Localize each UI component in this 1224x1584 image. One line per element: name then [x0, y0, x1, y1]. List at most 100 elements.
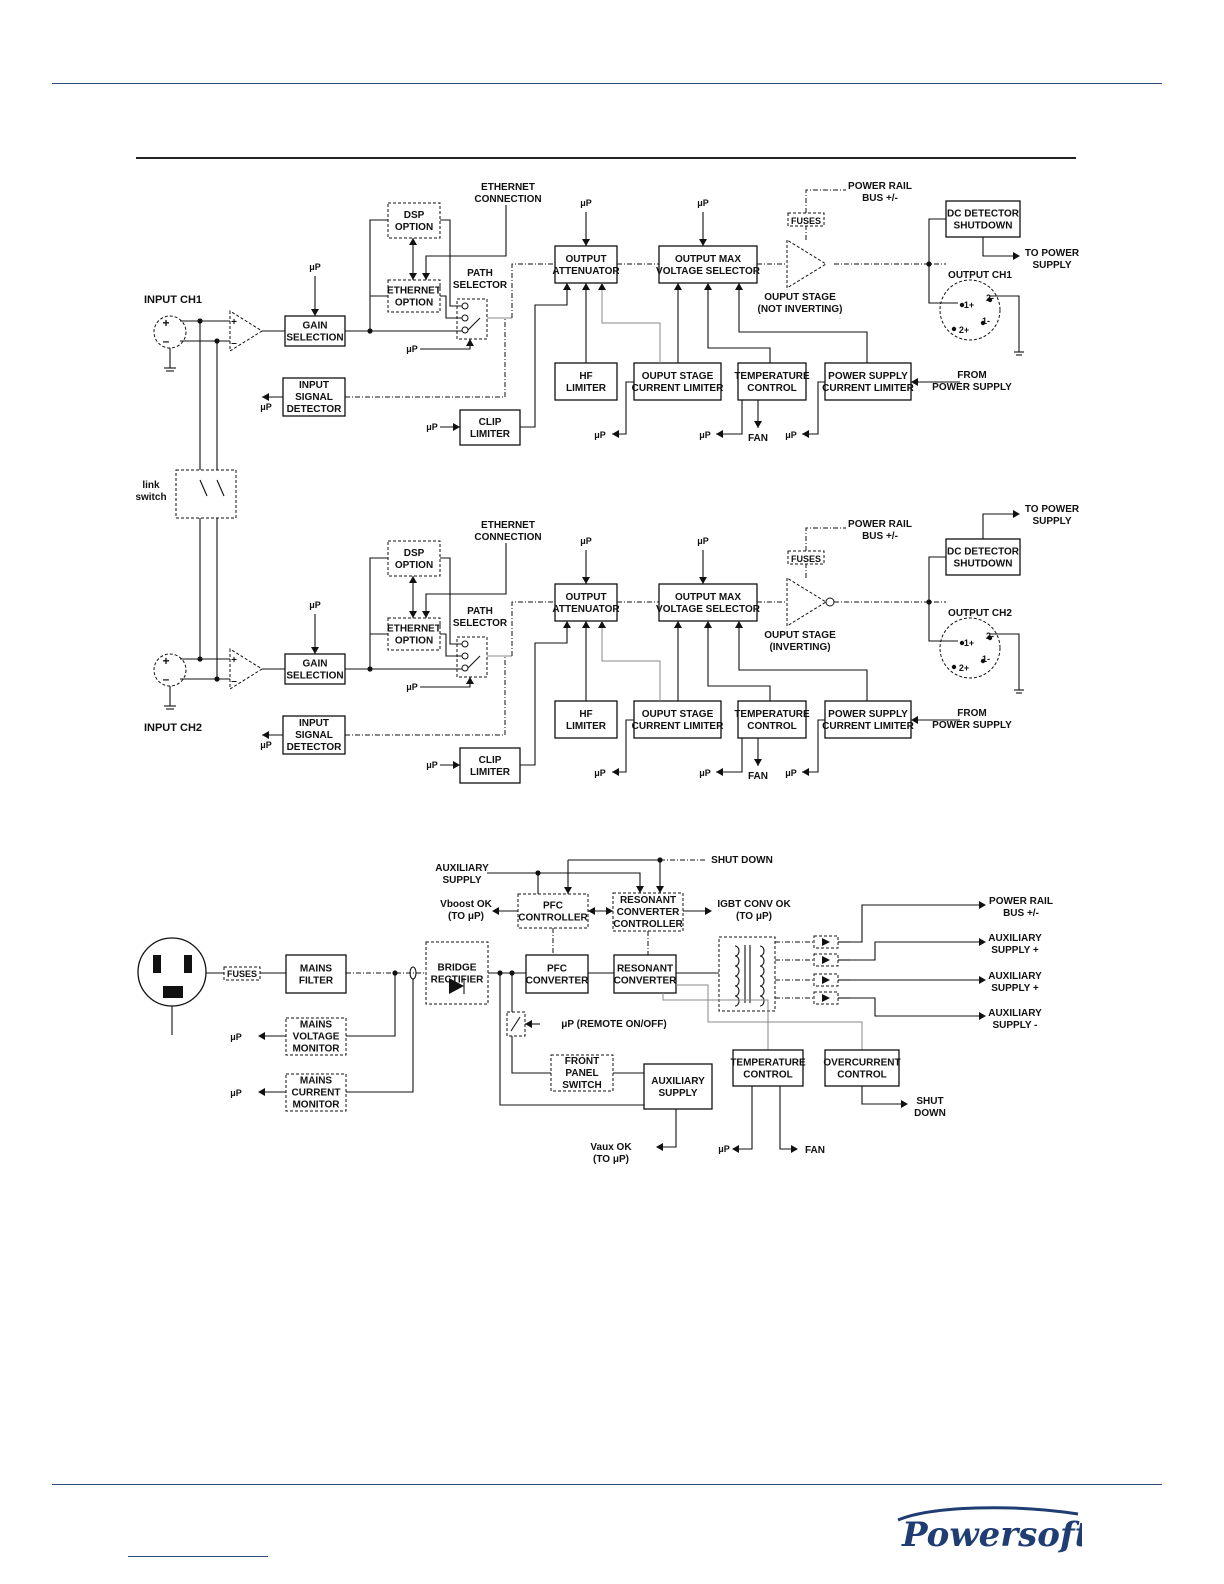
arrowhead	[258, 1032, 265, 1040]
wire	[199, 479, 208, 497]
auxiliary-supply-box-label-line: SUPPLY	[658, 1088, 697, 1099]
socket-pin-right	[184, 955, 192, 973]
path-selector-switch	[456, 636, 488, 678]
diode-symbol	[822, 976, 830, 984]
output-stage-label-line: (NOT INVERTING)	[758, 304, 843, 315]
to-power-supply-label-line: SUPPLY	[1032, 260, 1071, 271]
bridge-rectifier-box	[425, 941, 489, 1005]
arrowhead	[656, 1143, 663, 1151]
microprocessor-label: μP	[580, 198, 592, 208]
output-stage-current-limiter-box-label-line: CURRENT LIMITER	[632, 383, 724, 394]
from-power-supply-label-line: FROM	[957, 708, 986, 719]
arrowhead	[453, 423, 460, 431]
brand-wordmark: Powersoft	[901, 1515, 1082, 1555]
path-selector-label-line: SELECTOR	[453, 280, 508, 291]
arrowhead	[716, 768, 723, 776]
microprocessor-label: μP	[230, 1032, 242, 1042]
wire	[676, 984, 863, 1050]
wire	[467, 655, 481, 669]
wire	[707, 283, 771, 363]
microprocessor-label: μP	[594, 430, 606, 440]
output-speakon-connector	[939, 279, 1001, 341]
wire	[805, 527, 846, 551]
output-label: OUTPUT CH1	[948, 270, 1012, 281]
plus-sign: +	[162, 654, 169, 668]
switch-contact	[461, 302, 469, 310]
arrowhead	[1013, 252, 1020, 260]
microprocessor-label: μP	[580, 536, 592, 546]
clip-limiter-box-label-line: CLIP	[479, 417, 502, 428]
footer-link-underline[interactable]	[128, 1556, 268, 1557]
arrowhead	[802, 768, 809, 776]
arrowhead	[636, 886, 644, 893]
overcurrent-control-box-label-line: OVERCURRENT	[823, 1057, 900, 1068]
output-fuses-label: FUSES	[791, 554, 821, 564]
psu-output-label-line: SUPPLY +	[991, 983, 1039, 994]
output-stage-label-line: (INVERTING)	[769, 642, 830, 653]
ethernet-connection-label-line: CONNECTION	[474, 194, 541, 205]
arrowhead	[258, 1088, 265, 1096]
wire	[440, 295, 462, 319]
mains-voltage-monitor-box-label-line: MAINS	[300, 1020, 333, 1031]
dsp-option-box-label-line: OPTION	[395, 560, 433, 571]
psu-output-label-line: POWER RAIL	[989, 896, 1053, 907]
ethernet-option-box	[387, 279, 441, 313]
input-ch1-label: INPUT CH1	[144, 294, 202, 306]
wire	[420, 677, 471, 688]
connector-pin	[951, 664, 957, 670]
input-differential-amp	[229, 648, 263, 690]
wire	[440, 219, 462, 307]
arrowhead	[588, 907, 595, 915]
wire	[440, 633, 462, 657]
wire	[982, 513, 1014, 539]
wire	[805, 189, 846, 213]
mains-filter-box-label-line: FILTER	[299, 975, 334, 986]
arrowhead	[409, 238, 417, 245]
mains-fuses-label: FUSES	[227, 969, 257, 979]
output-max-voltage-selector-box-label-line: VOLTAGE SELECTOR	[656, 604, 761, 615]
microprocessor-label: μP	[718, 1144, 730, 1154]
pin-label-b-line: 2-	[986, 293, 994, 303]
wire	[440, 557, 462, 645]
wire	[520, 621, 568, 766]
shut-down-out-label-line: SHUT	[916, 1096, 943, 1107]
ethernet-option-box-label-line: ETHERNET	[387, 285, 441, 296]
bridge-rectifier-box-label-line: BRIDGE	[438, 962, 477, 973]
microprocessor-label: μP	[309, 262, 321, 272]
microprocessor-label: μP	[406, 682, 418, 692]
inverting-bubble	[825, 597, 835, 607]
arrowhead	[791, 1145, 798, 1153]
gain-selection-box	[284, 653, 346, 685]
switch-contact	[461, 314, 469, 322]
microprocessor-label: μP	[699, 430, 711, 440]
path-selector-label-line: PATH	[467, 606, 493, 617]
wire	[928, 602, 958, 642]
transformer-box	[718, 936, 776, 1012]
wire	[928, 264, 958, 304]
mains-current-monitor-box-label-line: CURRENT	[292, 1088, 341, 1099]
power-supply-current-limiter-box-label-line: CURRENT LIMITER	[822, 383, 914, 394]
pin-label-c-line: 1-	[982, 316, 990, 326]
auxiliary-supply-box-label-line: AUXILIARY	[651, 1076, 705, 1087]
diode-symbol	[822, 956, 830, 964]
dsp-option-box	[387, 202, 441, 239]
link-switch-label-line: switch	[135, 492, 166, 503]
arrowhead	[979, 976, 986, 984]
pfc-controller-box	[517, 893, 589, 929]
psu-fan-label: FAN	[805, 1145, 825, 1156]
to-power-supply-label-line: TO POWER	[1025, 248, 1080, 259]
wire	[716, 400, 743, 435]
wire	[346, 979, 414, 1093]
temperature-control-box-label-line: TEMPERATURE	[734, 371, 810, 382]
microprocessor-label: μP	[426, 422, 438, 432]
dsp-option-box-label-line: OPTION	[395, 222, 433, 233]
arrowhead	[582, 577, 590, 584]
temperature-control-box-label-line: CONTROL	[747, 721, 796, 732]
dc-detector-box-label-line: DC DETECTOR	[947, 208, 1020, 219]
wire	[662, 993, 769, 1050]
arrowhead	[492, 907, 499, 915]
arrowhead	[311, 309, 319, 316]
transformer-coil	[734, 995, 740, 1007]
remote-on-off-label: μP (REMOTE ON/OFF)	[561, 1019, 666, 1030]
output-speakon-connector	[939, 617, 1001, 679]
